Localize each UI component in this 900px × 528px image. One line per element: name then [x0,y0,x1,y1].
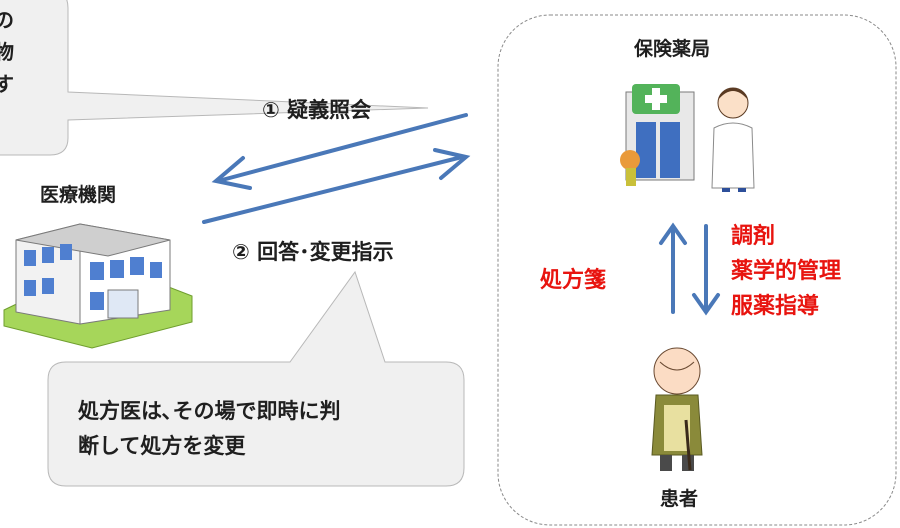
top-callout-bubble [0,0,429,156]
patient-label: 患者 [660,488,699,510]
hospital-building-illustration [3,223,193,349]
pharmacy-service-dispensing: 調剤 [731,224,776,249]
medical-institution-label: 医療機関 [40,184,117,206]
response-label: ② 回答･変更指示 [232,240,394,264]
prescription-label: 処方箋 [540,268,607,293]
pharmacy-service-medication-guidance: 服薬指導 [731,294,820,319]
prescription-up-arrow [659,222,687,314]
inquiry-label: ① 疑義照会 [262,98,372,122]
elderly-patient-illustration [651,347,703,471]
bottom-callout-bubble [47,270,465,487]
bottom-callout-line-1: 処方医は､その場で即時に判 [78,399,341,423]
bottom-callout-line-2: 断して処方を変更 [78,434,246,458]
pharmacy-boundary-box [497,14,897,526]
pharmacy-label: 保険薬局 [634,38,711,60]
pharmacy-pharmacist-illustration [620,84,755,192]
services-down-arrow [692,224,720,316]
top-callout-line-2: 物 [0,40,14,64]
top-callout-line-3: す [0,72,14,96]
response-arrow [202,148,471,224]
inquiry-arrow [211,113,468,190]
top-callout-line-1: の [0,8,14,32]
pharmacy-service-pharmaceutical-management: 薬学的管理 [731,259,842,284]
